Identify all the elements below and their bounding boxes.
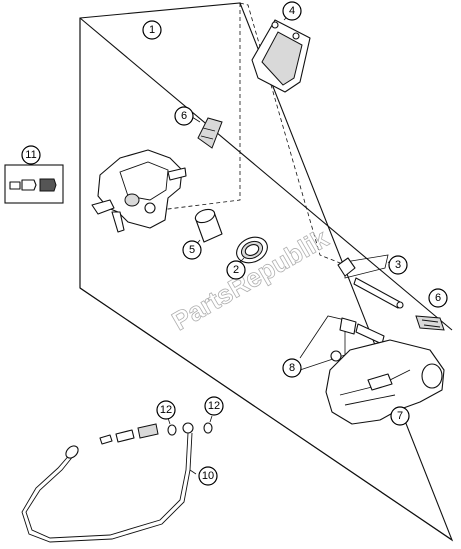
callout-10-circle [198, 466, 218, 486]
callout-2-label: 2 [233, 264, 239, 276]
callout-8-label: 8 [289, 362, 295, 374]
callout-6a: 6 [174, 106, 194, 126]
frame-bottom-edge [79, 287, 453, 541]
callout-2-circle [226, 260, 246, 280]
callout-11: 11 [21, 145, 41, 165]
guide-bolt-part [299, 315, 385, 371]
leader-10 [189, 469, 197, 475]
callout-7-circle [390, 406, 410, 426]
callout-4-circle [282, 1, 302, 21]
callout-7: 7 [390, 406, 410, 426]
callout-3-circle [388, 255, 408, 275]
brake-pads-part [251, 13, 311, 93]
caliper-guide-pin [91, 199, 115, 215]
banjo-washer-small [99, 434, 113, 445]
bleeder-cap [9, 181, 21, 190]
leader-12b [209, 415, 213, 423]
caliper-housing [97, 149, 183, 229]
spring-detail [200, 127, 216, 140]
brake-line-part [21, 415, 213, 543]
callout-6b-circle [428, 288, 448, 308]
callout-12a-circle [156, 400, 176, 420]
bolt-bushing [330, 350, 342, 362]
callout-12b-label: 12 [208, 400, 220, 412]
pad-pin-hole-1 [271, 21, 279, 29]
pin-end [396, 301, 404, 309]
caliper-tab [167, 167, 187, 181]
callout-4-label: 4 [289, 5, 295, 17]
brake-hose [25, 432, 189, 539]
callout-12b: 12 [204, 396, 224, 416]
bleeder-nipple [39, 178, 57, 192]
caliper-bleed-port [144, 202, 156, 214]
pin-clip [337, 257, 356, 277]
washer-12b [203, 422, 213, 434]
callout-6b-label: 6 [435, 292, 441, 304]
bleeder-kit-part [4, 162, 64, 204]
callout-5-circle [182, 240, 202, 260]
callout-1-label: 1 [149, 24, 155, 36]
anti-rattle-spring-part-2 [415, 315, 445, 331]
seal-ring-inner [244, 244, 260, 256]
callout-8: 8 [282, 358, 302, 378]
callout-6a-circle [174, 106, 194, 126]
banjo-fitting [137, 423, 159, 439]
anti-rattle-spring-part [191, 116, 223, 149]
bleeder-kit-box [4, 164, 64, 204]
callout-2: 2 [226, 260, 246, 280]
pad-pin-part [337, 254, 404, 309]
caliper-mount-pin [111, 211, 125, 233]
callout-8-circle [282, 358, 302, 378]
callout-4: 4 [282, 1, 302, 21]
callout-11-label: 11 [25, 149, 36, 161]
bolt-shaft [355, 323, 385, 345]
callout-1-circle [142, 20, 162, 40]
callout-5: 5 [182, 240, 202, 260]
bolt-head [339, 317, 357, 335]
callout-5-label: 5 [189, 244, 195, 256]
washer-12a [167, 424, 177, 436]
callout-12b-circle [204, 396, 224, 416]
spring-body-2 [415, 315, 445, 331]
seal-ring-part [236, 236, 268, 265]
spring-body [197, 117, 223, 149]
spring-detail-2 [421, 319, 441, 328]
brake-pad-lining [261, 31, 303, 86]
guide-line-caliper [159, 3, 241, 211]
callout-10: 10 [198, 466, 218, 486]
bracket-axle-hole [421, 363, 443, 389]
callout-11-circle [21, 145, 41, 165]
fitting-end [182, 422, 194, 434]
guide-line-pin [239, 2, 346, 266]
callout-3-label: 3 [395, 259, 401, 271]
piston-part [194, 208, 223, 247]
callout-6a-label: 6 [181, 110, 187, 122]
hose-banjo-end [65, 445, 79, 459]
caliper-bore [124, 193, 140, 207]
caliper-bracket-part [325, 339, 445, 425]
callout-12a-label: 12 [160, 404, 172, 416]
bleeder-valve [21, 179, 37, 191]
pin-shaft [353, 277, 401, 309]
callout-1: 1 [142, 20, 162, 40]
piston-top [194, 208, 216, 224]
callout-6b: 6 [428, 288, 448, 308]
callout-3: 3 [388, 255, 408, 275]
callout-12a: 12 [156, 400, 176, 420]
frame-top-edge [79, 17, 453, 331]
brake-hose-outline [21, 432, 193, 543]
callout-10-label: 10 [202, 470, 214, 482]
banjo-bolt [115, 429, 135, 443]
brake-caliper-part [91, 149, 187, 233]
pad-pin-hole-2 [292, 32, 300, 40]
callout-7-label: 7 [397, 410, 403, 422]
bracket-slot [367, 373, 393, 391]
